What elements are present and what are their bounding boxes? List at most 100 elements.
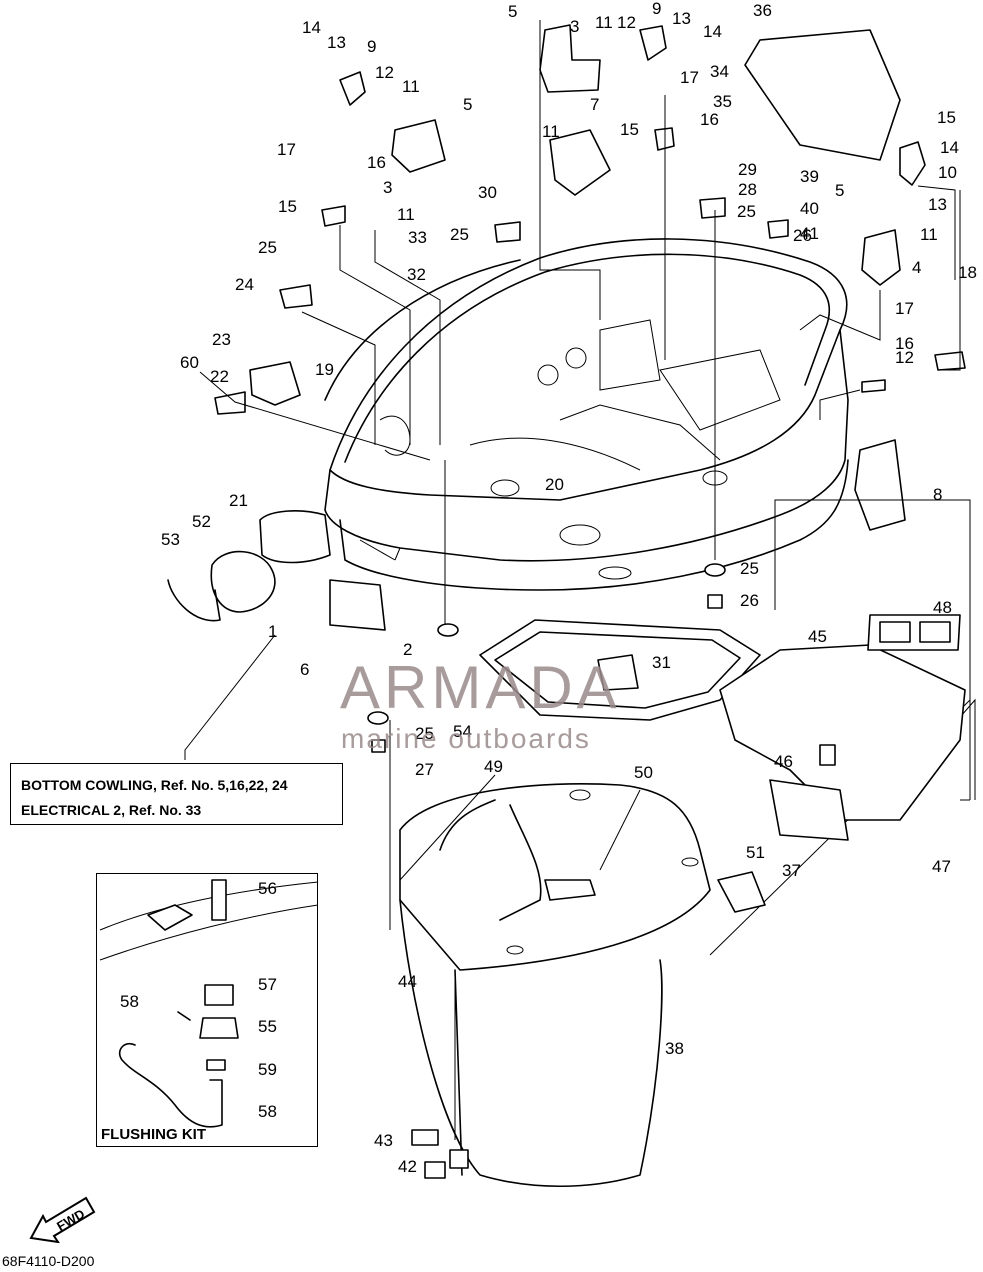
callout: 24	[235, 275, 254, 294]
callout: 43	[374, 1131, 393, 1150]
flushing-kit-box: FLUSHING KIT	[96, 873, 318, 1147]
lower-casing	[399, 783, 711, 1187]
callout: 11	[920, 225, 938, 244]
bottom-cowling	[324, 238, 849, 591]
flushing-kit-title: FLUSHING KIT	[101, 1126, 206, 1143]
callout: 50	[634, 763, 653, 782]
callout: 52	[192, 512, 211, 531]
callout: 18	[958, 263, 977, 282]
callout: 16	[367, 153, 386, 172]
callout: 37	[782, 861, 801, 880]
callout: 41	[800, 224, 819, 243]
callout: 40	[800, 199, 819, 218]
callout: 48	[933, 598, 952, 617]
lower-parts	[367, 563, 966, 913]
callout: 10	[938, 163, 957, 182]
callout: 12	[375, 63, 394, 82]
callout: 34	[710, 62, 729, 81]
callout: 8	[933, 485, 942, 504]
callout: 9	[367, 37, 376, 56]
callout: 14	[302, 18, 321, 37]
fwd-arrow-icon: FWD	[29, 1196, 96, 1243]
callout: 53	[161, 530, 180, 549]
callout: 49	[484, 757, 503, 776]
callout: 36	[753, 1, 772, 20]
reference-note-line-2: ELECTRICAL 2, Ref. No. 33	[21, 802, 202, 818]
callout: 38	[665, 1039, 684, 1058]
callout: 25	[737, 202, 756, 221]
callout: 25	[415, 724, 434, 743]
callout: 6	[300, 660, 309, 679]
callout: 57	[258, 975, 277, 994]
callout: 15	[278, 197, 297, 216]
callout: 16	[700, 110, 719, 129]
callout: 13	[327, 33, 346, 52]
callout: 12	[895, 348, 914, 367]
callout: 20	[545, 475, 564, 494]
callout: 11	[402, 77, 420, 96]
watermark-tagline: marine outboards	[341, 723, 591, 754]
callout: 9	[652, 0, 661, 18]
callout: 23	[212, 330, 231, 349]
callout: 51	[746, 843, 765, 862]
watermark-brand: ARMADA	[340, 654, 621, 721]
callout: 35	[713, 92, 732, 111]
callout: 13	[672, 9, 691, 28]
callout: 7	[590, 95, 599, 114]
callout: 14	[703, 22, 722, 41]
callout: 25	[450, 225, 469, 244]
callout: 60	[180, 353, 199, 372]
callout: 3	[570, 17, 579, 36]
reference-note-line-1: BOTTOM COWLING, Ref. No. 5,16,22, 24	[21, 777, 288, 793]
callout: 55	[258, 1017, 277, 1036]
callout: 54	[453, 722, 472, 741]
callout: 39	[800, 167, 819, 186]
callout: 15	[620, 120, 639, 139]
callout: 44	[398, 972, 417, 991]
callout: 58	[120, 992, 139, 1011]
diagram-code: 68F4110-D200	[2, 1253, 95, 1269]
callout: 30	[478, 183, 497, 202]
callout: 16	[895, 334, 914, 353]
callout: 4	[912, 258, 921, 277]
callout-labels: 1 2 3 3 4 5 5 5 6 7 8 9 9 10 11 11 11 11…	[120, 0, 977, 1176]
callout: 15	[937, 108, 956, 127]
callout: 28	[738, 180, 757, 199]
callout: 5	[508, 2, 517, 21]
callout: 26	[740, 591, 759, 610]
callout: 33	[408, 228, 427, 247]
callout: 1	[268, 622, 277, 641]
callout: 2	[403, 640, 412, 659]
callout: 21	[229, 491, 248, 510]
callout: 13	[928, 195, 947, 214]
callout: 32	[407, 265, 426, 284]
callout: 3	[383, 178, 392, 197]
callout: 11	[595, 13, 613, 32]
callout: 25	[740, 559, 759, 578]
callout: 22	[210, 367, 229, 386]
reference-note-box: BOTTOM COWLING, Ref. No. 5,16,22, 24 ELE…	[10, 763, 343, 825]
callout: 19	[315, 360, 334, 379]
callout: 11	[542, 122, 560, 141]
upper-parts	[167, 24, 966, 631]
callout: 47	[932, 857, 951, 876]
callout: 42	[398, 1157, 417, 1176]
callout: 11	[397, 205, 415, 224]
callout: 5	[463, 95, 472, 114]
callout: 14	[940, 138, 959, 157]
callout: 29	[738, 160, 757, 179]
callout: 45	[808, 627, 827, 646]
callout: 59	[258, 1060, 277, 1079]
callout: 58	[258, 1102, 277, 1121]
callout: 17	[680, 68, 699, 87]
callout: 5	[835, 181, 844, 200]
callout: 31	[652, 653, 671, 672]
callout: 12	[617, 13, 636, 32]
callout: 26	[793, 226, 812, 245]
flushing-kit-drawing	[99, 879, 319, 1128]
callout: 25	[258, 238, 277, 257]
callout: 17	[895, 299, 914, 318]
callout: 27	[415, 760, 434, 779]
callout: 46	[774, 752, 793, 771]
